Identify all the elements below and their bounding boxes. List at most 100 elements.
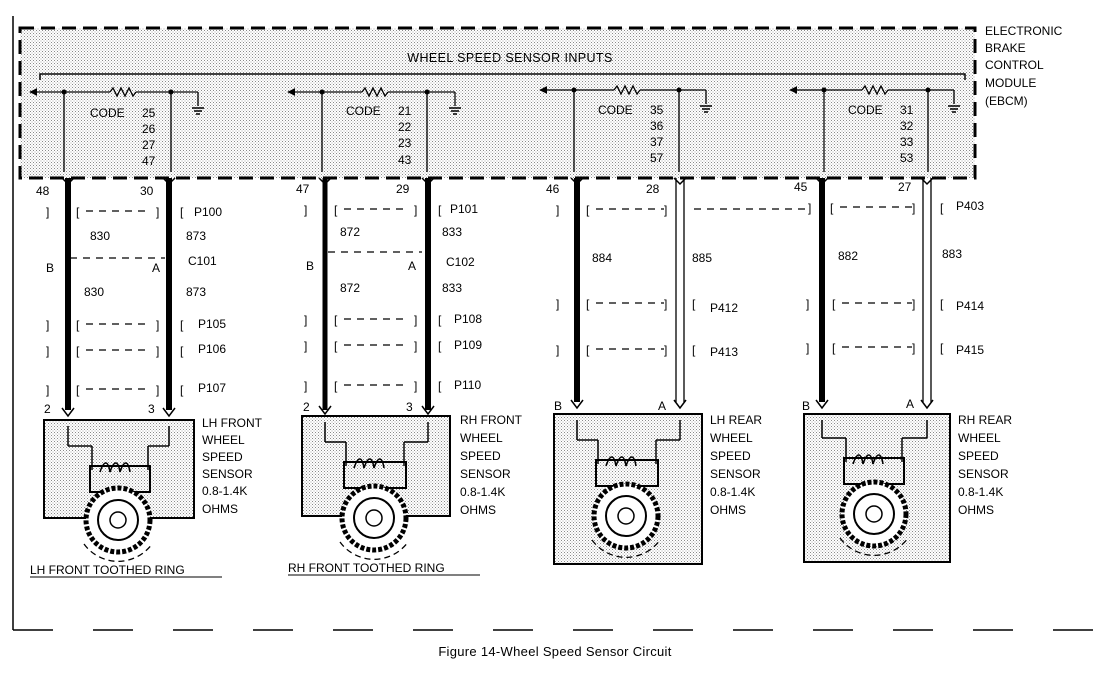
sensor-label-line: SENSOR	[460, 467, 511, 481]
svg-text:]: ]	[806, 341, 809, 355]
svg-text:]: ]	[556, 203, 559, 217]
code-value: 33	[900, 135, 914, 149]
svg-text:]: ]	[664, 297, 667, 311]
sensor-label-line: SENSOR	[202, 467, 253, 481]
code-value: 22	[398, 120, 412, 134]
svg-text:]: ]	[304, 313, 307, 327]
wire-right	[922, 178, 932, 402]
module-name-line: (EBCM)	[985, 94, 1028, 108]
pin-number: 48	[36, 184, 50, 198]
connector-label: P107	[198, 381, 226, 395]
svg-text:]: ]	[556, 297, 559, 311]
svg-text:]: ]	[414, 339, 417, 353]
svg-text:[: [	[180, 205, 184, 219]
code-value: 53	[900, 151, 914, 165]
toothed-ring	[339, 483, 409, 553]
wire-number: 885	[692, 251, 712, 265]
connector-label: P412	[710, 301, 738, 315]
toothed-ring	[591, 481, 661, 551]
pin-number: 47	[296, 182, 310, 196]
wire-number: 830	[90, 229, 110, 243]
inline-terminal: B	[46, 261, 54, 275]
terminal-label: 2	[303, 400, 310, 414]
ebcm-module: WHEEL SPEED SENSOR INPUTS ELECTRONIC BRA…	[18, 24, 1063, 180]
sensor-label-line: WHEEL	[710, 431, 753, 445]
inline-terminal: B	[306, 259, 314, 273]
module-name: ELECTRONIC BRAKE CONTROL MODULE (EBCM)	[985, 24, 1063, 108]
svg-text:[: [	[334, 339, 338, 353]
connector-label: P403	[956, 199, 984, 213]
sensor-label-line: 0.8-1.4K	[202, 484, 247, 498]
terminal-label: 3	[148, 402, 155, 416]
svg-text:]: ]	[414, 203, 417, 217]
sensor-label-line: OHMS	[958, 503, 994, 517]
pin-number: 28	[646, 182, 660, 196]
sensor-label-line: RH REAR	[958, 413, 1012, 427]
sensor-label-line: WHEEL	[460, 431, 503, 445]
wire-number: 872	[340, 281, 360, 295]
module-title-bracket	[39, 73, 966, 80]
wheel-speed-sensor	[301, 415, 451, 560]
connector-label: P108	[454, 312, 482, 326]
svg-text:[: [	[180, 318, 184, 332]
module-title: WHEEL SPEED SENSOR INPUTS	[407, 51, 612, 65]
svg-text:[: [	[438, 203, 442, 217]
svg-text:]: ]	[304, 339, 307, 353]
svg-text:]: ]	[156, 344, 159, 358]
svg-text:]: ]	[912, 297, 915, 311]
sensor-label-line: LH FRONT	[202, 416, 263, 430]
svg-text:[: [	[692, 297, 696, 311]
code-label: CODE	[598, 103, 633, 117]
toothed-ring-label: RH FRONT TOOTHED RING	[288, 561, 445, 575]
code-value: 25	[142, 106, 156, 120]
svg-text:[: [	[692, 343, 696, 357]
ground-symbol	[700, 105, 712, 113]
sensor-label-line: WHEEL	[958, 431, 1001, 445]
svg-text:[: [	[830, 201, 834, 215]
svg-text:[: [	[586, 297, 590, 311]
toothed-ring	[839, 479, 909, 549]
wheel-speed-sensor	[803, 413, 951, 563]
code-value: 21	[398, 104, 412, 118]
connector-label: P413	[710, 345, 738, 359]
svg-text:[: [	[832, 297, 836, 311]
svg-text:[: [	[438, 339, 442, 353]
sensor-label-line: WHEEL	[202, 433, 245, 447]
pin-number: 27	[898, 180, 912, 194]
connector-label: P106	[198, 342, 226, 356]
sensor-label-line: SPEED	[958, 449, 999, 463]
code-value: 43	[398, 153, 412, 167]
svg-text:]: ]	[808, 201, 811, 215]
figure-caption: Figure 14-Wheel Speed Sensor Circuit	[438, 644, 671, 659]
svg-text:]: ]	[156, 205, 159, 219]
svg-text:[: [	[438, 379, 442, 393]
sensor-label-line: LH REAR	[710, 413, 762, 427]
svg-text:[: [	[334, 203, 338, 217]
svg-text:[: [	[940, 341, 944, 355]
toothed-ring	[83, 485, 153, 555]
ground-symbol	[948, 105, 960, 113]
connector-p100: ][ ][ P100	[46, 205, 222, 219]
terminal-label: 2	[44, 402, 51, 416]
module-name-line: CONTROL	[985, 58, 1044, 72]
channel-rh-rear: CODE 31 32 33 53 45 27 ][ ][ P403 882 88…	[789, 84, 1012, 563]
sensor-label-line: RH FRONT	[460, 413, 523, 427]
terminal-label: A	[906, 397, 914, 411]
svg-text:[: [	[76, 344, 80, 358]
svg-text:]: ]	[664, 343, 667, 357]
svg-text:]: ]	[806, 297, 809, 311]
svg-text:]: ]	[556, 343, 559, 357]
connector-p107: ][ ][ P107	[46, 381, 226, 397]
connector-label: P415	[956, 343, 984, 357]
code-value: 36	[650, 119, 664, 133]
wire-number: 833	[442, 225, 462, 239]
svg-text:[: [	[832, 341, 836, 355]
channel-rh-front: CODE 21 22 23 43 47 29 ][ ][ P101 872 83…	[287, 86, 523, 576]
svg-text:[: [	[334, 313, 338, 327]
code-value: 26	[142, 122, 156, 136]
wire-number: 884	[592, 251, 612, 265]
wire-right	[675, 178, 685, 402]
connector-p101: ][ ][ P101	[304, 202, 478, 217]
terminal-label: B	[802, 399, 810, 413]
